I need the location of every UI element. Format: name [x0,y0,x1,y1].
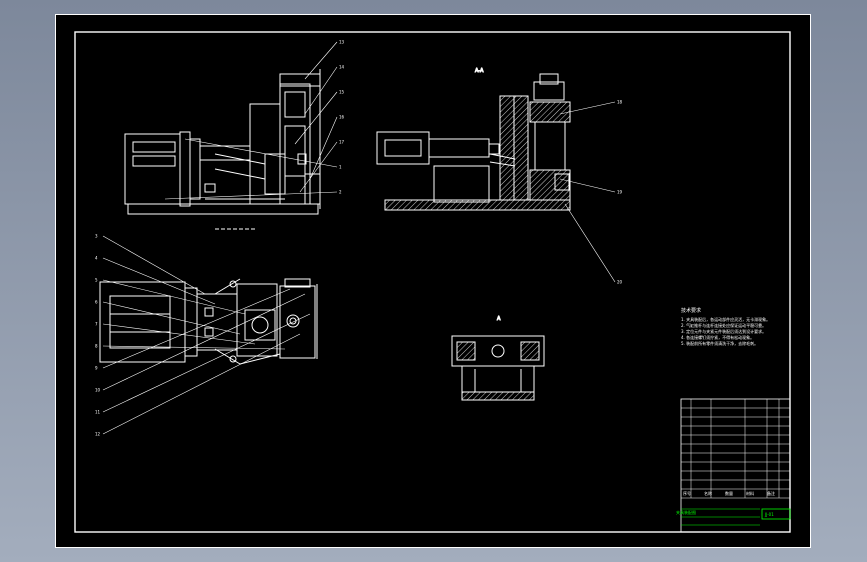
leader-line [102,313,311,413]
leader-line [102,279,246,315]
bottom-view-a[interactable]: A [451,316,545,401]
callout-label: 14 [339,65,345,70]
callout-label: 20 [617,280,623,285]
leader-line [102,235,206,295]
footer-label: 名称 [704,490,712,496]
title-block-footer: 序号 名称 数量 材料 备注 [683,490,775,496]
callout-label: 13 [339,40,345,45]
tech-title: 技术要求 [681,307,701,314]
footer-label: 备注 [767,490,775,496]
tech-line: 4. 各连接螺钉须拧紧，不得有松动现象。 [681,334,754,340]
leader-line [102,288,291,369]
tech-notes: 技术要求 1. 夹具装配后，各运动部件应灵活，无卡滞现象。2. 气缸推杆与连杆连… [681,307,770,346]
drawing-sheet: A-A [55,14,811,548]
leader-line [102,257,216,305]
callout-label: 5 [95,278,98,283]
callout-label: 17 [339,140,345,145]
tech-line: 3. 定位元件与夹紧元件装配后须达到设计要求。 [681,328,766,334]
callout-label: 2 [339,190,342,195]
tech-lines: 1. 夹具装配后，各运动部件应灵活，无卡滞现象。2. 气缸推杆与连杆连接处应保证… [681,316,770,346]
leader-line [304,66,338,115]
top-view[interactable] [99,278,318,365]
side-view-label: A-A [475,68,484,74]
leader-line [564,203,616,283]
footer-label: 材料 [746,490,754,496]
leader-line [559,178,616,193]
leader-line [164,191,338,200]
leader-line [102,323,256,345]
title-block-name: 夹具装配图 [676,509,696,515]
callout-label: 7 [95,322,98,327]
leader-line [304,41,338,80]
callout-label: 6 [95,300,98,305]
tech-line: 1. 夹具装配后，各运动部件应灵活，无卡滞现象。 [681,316,770,322]
callout-label: 19 [617,190,623,195]
leader-line [309,116,338,180]
side-section-view[interactable]: A-A [376,68,571,211]
tech-line: 2. 气缸推杆与连杆连接处应保证运动平稳可靠。 [681,322,766,328]
front-view[interactable] [124,69,321,230]
title-block [680,398,791,533]
callout-label: 12 [95,432,101,437]
leader-line [294,91,338,145]
title-block-code: JJ-01 [764,512,774,517]
callout-label: 15 [339,90,345,95]
callout-label: 16 [339,115,345,120]
leader-line [102,333,301,435]
tech-line: 5. 装配前所有零件须清洗干净，去除毛刺。 [681,340,758,346]
callout-label: 8 [95,344,98,349]
leader-line [299,141,338,193]
leader-line [102,293,306,391]
callout-label: 3 [95,234,98,239]
callout-label: 9 [95,366,98,371]
footer-label: 数量 [725,490,733,496]
bottom-view-label: A [497,316,501,322]
leader-line [559,101,616,115]
callout-label: 4 [95,256,98,261]
leader-line [184,138,338,168]
inner-border [74,31,791,533]
callout-label: 11 [95,410,101,415]
callout-label: 1 [339,165,342,170]
cad-drawing: A-A [55,14,811,548]
callout-label: 10 [95,388,101,393]
callout-label: 18 [617,100,623,105]
outer-border [55,14,811,548]
footer-label: 序号 [683,490,691,496]
leader-line [102,345,286,350]
leader-line [102,301,241,335]
